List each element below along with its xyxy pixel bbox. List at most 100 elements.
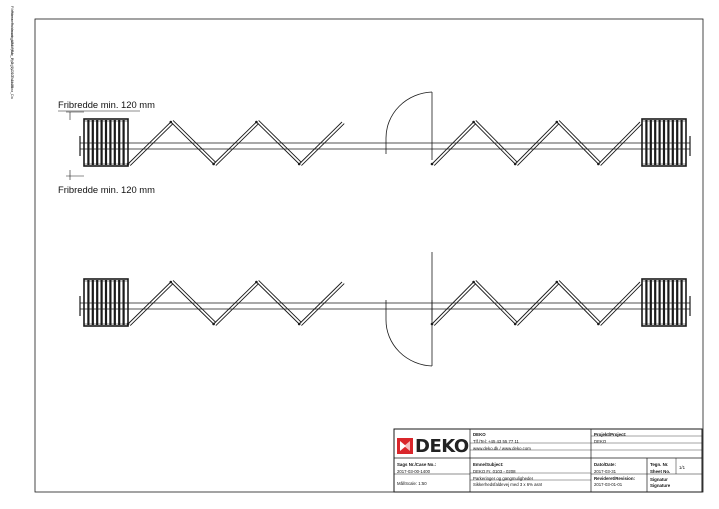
gate-pivot xyxy=(513,322,517,326)
title-block-frame xyxy=(393,428,703,493)
sheet-label: Tegn. Nr. xyxy=(650,462,669,467)
gate-member xyxy=(213,281,257,325)
door-swing xyxy=(385,252,433,367)
gate-member xyxy=(598,121,641,165)
grille-bar xyxy=(104,120,108,165)
gate-member xyxy=(600,283,643,326)
gate-member xyxy=(170,121,214,165)
gate-pivot xyxy=(297,162,301,166)
signature-label-2: Signature xyxy=(650,483,671,488)
subject-value: DEKO Fr. 0103 - 0208 xyxy=(473,469,516,474)
clearance-label-bottom: Fribredde min. 120 mm xyxy=(58,184,155,195)
gate-pivot xyxy=(472,120,475,124)
gate-pivot xyxy=(126,162,130,166)
grille-bar xyxy=(118,280,121,325)
date-value: 2017-03-31 xyxy=(594,469,616,474)
gate-member xyxy=(475,120,518,163)
date-label: Dato/Date: xyxy=(594,462,616,467)
grille-bar xyxy=(113,120,116,165)
gate-member xyxy=(129,123,174,166)
gate-pivot xyxy=(472,280,475,284)
grille-bar xyxy=(680,120,683,165)
gate-member xyxy=(475,280,518,323)
gate-member xyxy=(433,283,477,326)
grille-right xyxy=(641,118,687,167)
gate-pivot xyxy=(597,322,600,326)
gate-member xyxy=(433,123,477,166)
gate-member xyxy=(127,121,172,165)
folding-gate-left xyxy=(126,280,345,326)
scale-label: Mål/Scale: 1:50 xyxy=(397,481,427,486)
grille-bar xyxy=(96,280,99,325)
company-name: DEKO xyxy=(473,432,486,437)
grille-bar xyxy=(671,280,674,325)
gate-member xyxy=(256,281,300,325)
door-arc xyxy=(385,91,433,139)
grille-bar xyxy=(91,120,94,165)
gate-member xyxy=(298,121,343,165)
project-label: Projekt/Project: xyxy=(594,432,627,437)
gate-member xyxy=(129,283,174,326)
gate-pivot xyxy=(126,322,130,326)
grille-bar xyxy=(680,280,683,325)
grille-frame xyxy=(83,118,129,167)
grille-bar xyxy=(676,120,679,165)
case-value: 2017-03-00-1400 xyxy=(397,469,430,474)
gate-member xyxy=(258,120,302,163)
grille-bar xyxy=(122,280,125,325)
gate-pivot xyxy=(255,120,258,124)
grille-bar xyxy=(654,120,657,165)
plan-row-bottom xyxy=(79,252,691,367)
grille-bar xyxy=(649,280,652,325)
signature-label: Signatur xyxy=(650,477,668,482)
grille-bar xyxy=(667,280,670,325)
grille-bar xyxy=(96,120,99,165)
grille-bar xyxy=(91,280,94,325)
gate-pivot xyxy=(430,162,434,166)
drawing-frame xyxy=(34,18,704,493)
side-note-line-2: Filename: drawings/tab/plan_v_fb_v.2 1 T… xyxy=(10,11,14,99)
gate-member xyxy=(301,283,345,326)
logo-text: DEKO xyxy=(415,435,469,457)
grille-bar xyxy=(104,280,108,325)
gate-member xyxy=(215,283,259,326)
revision-value: 2017-03-01-01 xyxy=(594,482,623,487)
door-swing xyxy=(385,91,433,160)
gate-member xyxy=(172,120,217,163)
gate-member xyxy=(558,280,601,323)
title-block-grid xyxy=(393,428,703,493)
grille-bar xyxy=(109,280,112,325)
subject-label: Emne/Subject: xyxy=(473,462,504,467)
sheet-label-2: Sheet No. xyxy=(650,469,671,474)
grille-bar xyxy=(662,280,666,325)
grille-bar xyxy=(100,280,103,325)
gate-member xyxy=(473,281,516,325)
gate-pivot xyxy=(212,322,215,326)
grille-right xyxy=(641,278,687,327)
gate-member xyxy=(301,123,345,166)
grille-bar xyxy=(87,120,90,165)
grille-bar xyxy=(645,280,648,325)
folding-gate-right xyxy=(430,120,643,166)
grille-bar xyxy=(113,280,116,325)
door-arc xyxy=(385,319,433,367)
gate-member xyxy=(258,280,302,323)
gate-pivot xyxy=(597,162,600,166)
clearance-label-top: Fribredde min. 120 mm xyxy=(58,99,155,110)
subject-line-3: Sikkerhedsfaldevej med 3 x 6% asnt xyxy=(473,482,543,487)
gate-member xyxy=(256,121,300,165)
gate-member xyxy=(215,123,259,166)
gate-member xyxy=(598,281,641,325)
grille-bar xyxy=(87,280,90,325)
grille-bar xyxy=(671,120,674,165)
gate-member xyxy=(517,123,560,166)
grille-bar xyxy=(658,120,661,165)
grille-left xyxy=(83,278,129,327)
side-note: Filename: Fakta ark_AB1 FRA_ Pb2 (0) 202… xyxy=(2,6,16,101)
clearance-dimension xyxy=(58,110,140,180)
case-label: Sags Nr./Case No.: xyxy=(397,462,437,467)
grille-bar xyxy=(122,120,125,165)
grille-left xyxy=(83,118,129,167)
grille-bar xyxy=(649,120,652,165)
